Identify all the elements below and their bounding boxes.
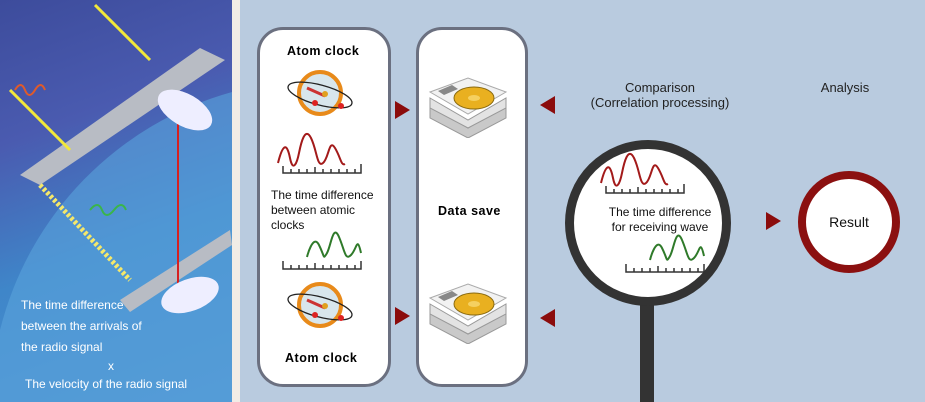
wavefront-plane xyxy=(20,48,225,185)
caption-line: the radio signal xyxy=(21,340,103,354)
atom-clock-label: Atom clock xyxy=(285,351,358,365)
arrow-right-icon xyxy=(766,212,781,230)
text-line: The time difference xyxy=(271,188,374,202)
text-line: for receiving wave xyxy=(611,220,709,234)
result-circle: Result xyxy=(798,171,900,273)
comparison-title: Comparison xyxy=(624,80,696,95)
disk-storage-icon xyxy=(428,283,508,344)
magnifier-handle xyxy=(640,300,654,402)
disk-storage-icon xyxy=(428,77,508,138)
left-caption: The time difference between the arrivals… xyxy=(21,295,187,395)
earth-horizon xyxy=(0,92,232,402)
arrow-left-icon xyxy=(540,96,555,114)
arrow-right-icon xyxy=(395,307,410,325)
text-line: clocks xyxy=(271,218,305,232)
red-wave-icon xyxy=(600,152,685,194)
data-save-label: Data save xyxy=(438,204,501,218)
antenna-icon xyxy=(157,89,213,131)
arrow-left-icon xyxy=(540,309,555,327)
arrow-right-icon xyxy=(395,101,410,119)
comparison-subtitle: (Correlation processing) xyxy=(590,95,730,110)
receiving-difference-text: The time difference for receiving wave xyxy=(604,205,716,235)
caption-line: The time difference xyxy=(21,298,124,312)
atomic-clock-icon xyxy=(287,70,353,116)
magnifier-lens xyxy=(565,140,731,306)
vlbi-illustration: The time difference between the arrivals… xyxy=(0,0,232,402)
divider xyxy=(232,0,240,402)
comparison-heading: Comparison (Correlation processing) xyxy=(580,80,740,110)
wavefront-plane xyxy=(120,230,232,312)
antenna-illustration xyxy=(0,3,232,402)
text-line: between atomic xyxy=(271,203,356,217)
atomic-clock-icon xyxy=(287,282,353,328)
caption-line: The velocity of the radio signal xyxy=(25,377,188,391)
text-line: The time difference xyxy=(608,205,712,219)
green-wave-icon xyxy=(625,234,705,273)
analysis-title: Analysis xyxy=(820,80,870,95)
atom-clock-label: Atom clock xyxy=(287,44,360,58)
red-wave-icon xyxy=(277,132,362,174)
clock-difference-text: The time difference between atomic clock… xyxy=(271,188,374,233)
antenna-icon xyxy=(161,276,219,314)
green-wave-icon xyxy=(282,231,362,270)
multiply-sign: x xyxy=(108,359,114,373)
caption-line: between the arrivals of xyxy=(21,319,142,333)
